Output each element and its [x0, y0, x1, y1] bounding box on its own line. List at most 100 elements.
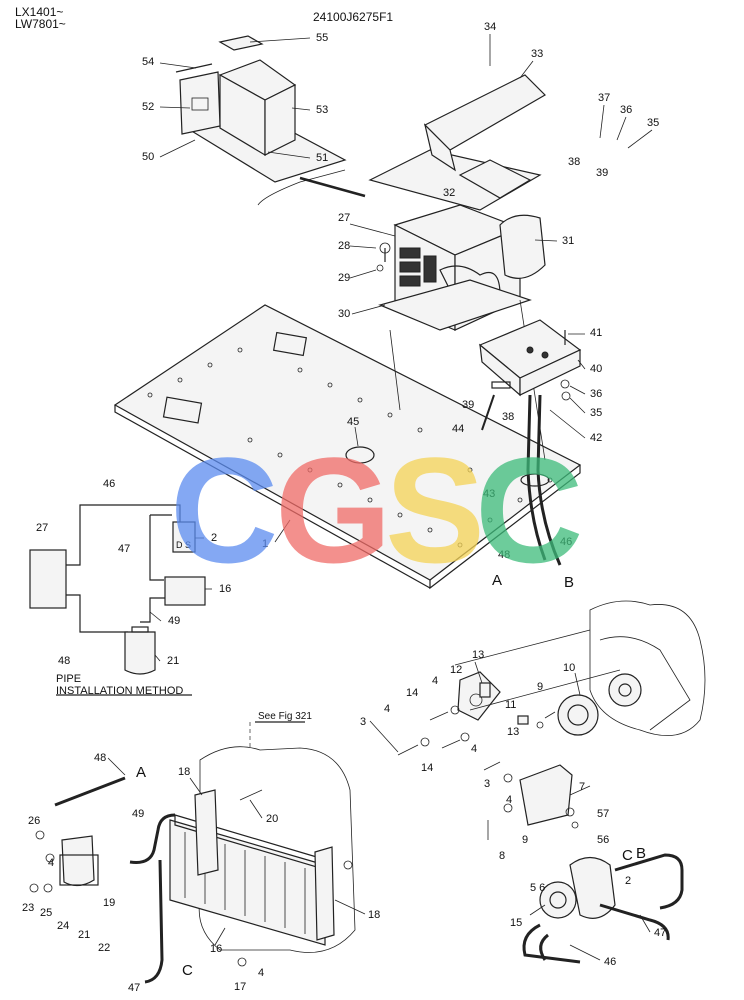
callout-19: 19 [103, 897, 115, 909]
callout-48: 48 [498, 549, 510, 561]
callout-4e: 4 [48, 857, 54, 869]
callout-24: 24 [57, 920, 69, 932]
callout-36: 36 [620, 104, 632, 116]
callout-28: 28 [338, 240, 350, 252]
callout-33: 33 [531, 48, 543, 60]
callouts: 55 54 52 53 50 51 34 33 37 36 35 38 39 3… [22, 21, 666, 994]
callout-7: 7 [579, 781, 585, 793]
callout-20: 20 [266, 813, 278, 825]
callout-3b: 3 [484, 778, 490, 790]
callout-47c: 47 [654, 927, 666, 939]
callout-30: 30 [338, 308, 350, 320]
callout-14b: 14 [421, 762, 433, 774]
callout-10: 10 [563, 662, 575, 674]
callout-2: 2 [211, 532, 217, 544]
engine-compressor-area [397, 600, 706, 840]
watermark-letter-3: S [385, 426, 486, 594]
callout-4c: 4 [471, 743, 477, 755]
callout-22: 22 [98, 942, 110, 954]
callout-48c: 48 [58, 655, 70, 667]
callout-43: 43 [483, 488, 495, 500]
callout-14: 14 [406, 687, 418, 699]
callout-2b: 2 [625, 875, 631, 887]
callout-4f: 4 [258, 967, 264, 979]
callout-12: 12 [450, 664, 462, 676]
callout-55: 55 [316, 32, 328, 44]
callout-36b: 36 [590, 388, 602, 400]
callout-40: 40 [590, 363, 602, 375]
callout-44: 44 [452, 423, 464, 435]
callout-15: 15 [510, 917, 522, 929]
callout-5-6: 5 6 [530, 882, 545, 894]
callout-13b: 13 [507, 726, 519, 738]
floor-plate [113, 299, 582, 590]
callout-32: 32 [443, 187, 455, 199]
model-code-1: LX1401~ [15, 5, 64, 19]
callout-17: 17 [234, 981, 246, 993]
callout-11: 11 [505, 699, 516, 711]
callout-39: 39 [596, 167, 608, 179]
callout-4b: 4 [384, 703, 390, 715]
callout-50: 50 [142, 151, 154, 163]
watermark-letter-2: G [275, 426, 392, 594]
evaporator-unit [368, 74, 546, 331]
callout-41: 41 [590, 327, 602, 339]
model-code-2: LW7801~ [15, 17, 66, 31]
callout-38b: 38 [502, 411, 514, 423]
callout-45: 45 [347, 416, 359, 428]
callout-27: 27 [338, 212, 350, 224]
compressor-unit [522, 853, 684, 964]
watermark-letter-1: C [170, 426, 279, 594]
callout-35: 35 [647, 117, 659, 129]
callout-13: 13 [472, 649, 484, 661]
callout-46c: 46 [103, 478, 115, 490]
installation-method-title: INSTALLATION METHOD [56, 685, 184, 697]
part-number: 24100J6275F1 [313, 10, 394, 24]
callout-52: 52 [142, 101, 154, 113]
callout-46d: 46 [604, 956, 616, 968]
callout-37: 37 [598, 92, 610, 104]
callout-4d: 4 [506, 794, 512, 806]
callout-51: 51 [316, 152, 328, 164]
callout-29: 29 [338, 272, 350, 284]
callout-46: 46 [560, 536, 572, 548]
callout-48d: 48 [94, 752, 106, 764]
callout-47b: 47 [128, 982, 140, 994]
callout-42: 42 [590, 432, 602, 444]
callout-31: 31 [562, 235, 574, 247]
watermark-letter-4: C [475, 426, 584, 594]
callout-18: 18 [178, 766, 190, 778]
filter-box-assembly [175, 35, 366, 206]
callout-4: 4 [432, 675, 438, 687]
callout-53: 53 [316, 104, 328, 116]
callout-16: 16 [219, 583, 231, 595]
callout-34: 34 [484, 21, 496, 33]
callout-49b: 49 [132, 808, 144, 820]
callout-25: 25 [40, 907, 52, 919]
callout-3: 3 [360, 716, 366, 728]
callout-56: 56 [597, 834, 609, 846]
callout-1: 1 [262, 538, 268, 550]
condenser-receiver [29, 721, 356, 984]
callout-21: 21 [167, 655, 179, 667]
callout-8: 8 [499, 850, 505, 862]
callout-C: C [182, 962, 193, 979]
callout-38: 38 [568, 156, 580, 168]
callout-9b: 9 [522, 834, 528, 846]
callout-27b: 27 [36, 522, 48, 534]
control-panel [478, 319, 582, 566]
callout-39b: 39 [462, 399, 474, 411]
callout-A2: A [136, 764, 146, 781]
callout-B: B [564, 574, 574, 591]
callout-49: 49 [168, 615, 180, 627]
callout-B2: B [636, 845, 646, 862]
piping-schematic [29, 504, 206, 696]
callout-16b: 16 [210, 943, 222, 955]
callout-57: 57 [597, 808, 609, 820]
callout-23: 23 [22, 902, 34, 914]
leader-lines [107, 34, 653, 961]
callout-C2: C [622, 847, 633, 864]
see-fig-reference: See Fig 321 [258, 711, 312, 722]
callout-9: 9 [537, 681, 543, 693]
